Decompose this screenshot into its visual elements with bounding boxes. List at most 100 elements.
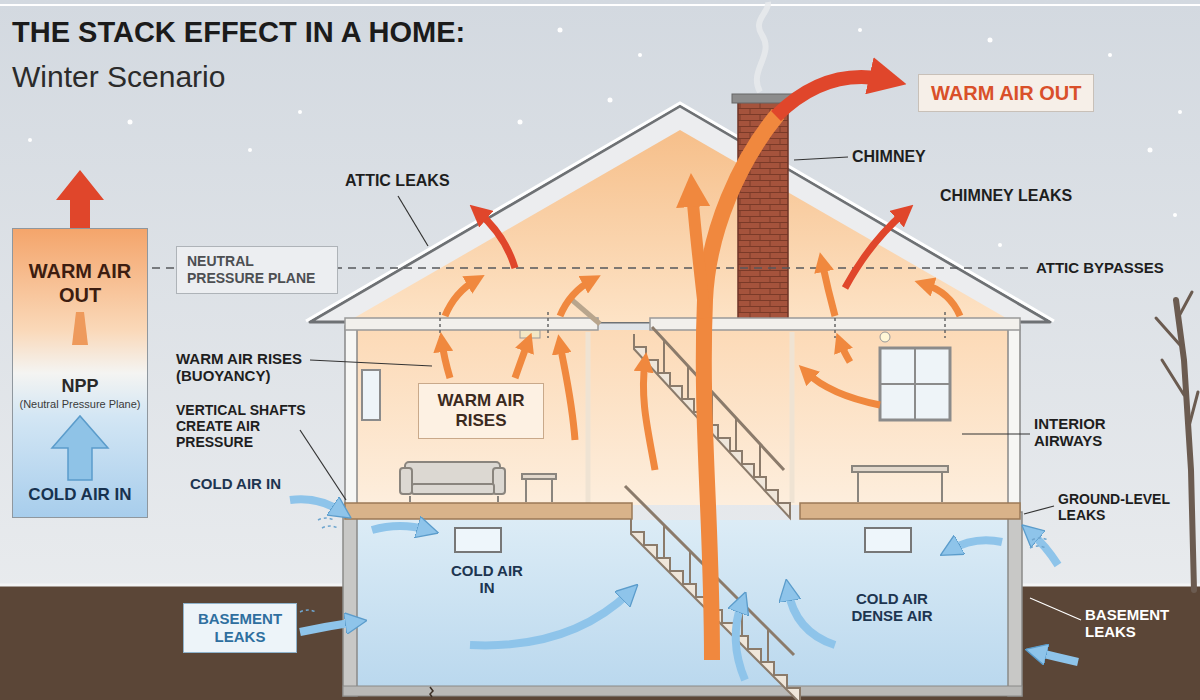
warm-air-arrow: [643, 362, 655, 470]
callout-label: CHIMNEY: [852, 148, 926, 166]
basement-window: [455, 528, 501, 552]
attic-floor: [345, 318, 1020, 330]
leader-line: [300, 157, 1054, 514]
side-table: [526, 479, 552, 502]
cold-air-arrow: [1036, 652, 1078, 662]
foundation-wall: [343, 512, 357, 696]
label-slot: COLD AIR DENSE AIR: [842, 590, 942, 625]
foundation-wall: [1008, 512, 1022, 696]
legend-warm-arrow: [56, 170, 104, 228]
legend-cold-arrow: [52, 416, 108, 480]
warm-air-arrow: [560, 344, 575, 440]
cold-air-arrow: [372, 526, 428, 530]
roof-snow: [306, 103, 1054, 321]
main-floor-space: [357, 330, 1008, 505]
cold-air-arrow: [736, 602, 745, 680]
leader-line: [1030, 598, 1081, 620]
callout-label: WARM AIR RISES (BUOYANCY): [176, 350, 326, 385]
snowflake: [638, 53, 642, 57]
bypass-gap: [440, 312, 945, 338]
warm-air-out-arrow: [776, 77, 888, 116]
callout-label: INTERIOR AIRWAYS: [1034, 415, 1174, 450]
snowflake: [558, 28, 563, 33]
sofa: [412, 484, 494, 494]
snowflake: [518, 120, 523, 125]
label-slot: ATTIC BYPASSES: [1036, 259, 1164, 276]
legend-band: WARM AIR OUTNPP(Neutral Pressure Plane)C…: [12, 228, 148, 518]
snowflake: [858, 28, 862, 32]
basement-slab: [343, 686, 1022, 696]
cold-air-arrow: [950, 540, 1002, 550]
table: [852, 466, 948, 502]
warm-air-arrow: [515, 342, 528, 378]
callout-label: BASEMENT LEAKS: [1085, 606, 1185, 641]
side-window: [362, 370, 380, 420]
warm-air-arrow: [840, 342, 850, 362]
callout-label: CHIMNEY LEAKS: [940, 187, 1072, 205]
snowflake: [1178, 110, 1182, 114]
attic-hatch: [572, 300, 600, 324]
foundation-crack: [430, 687, 433, 697]
leader-line: [300, 430, 346, 500]
label-slot: CHIMNEY: [852, 148, 926, 166]
snowflake: [1173, 213, 1177, 217]
box-text: WARM AIR OUT: [931, 81, 1081, 105]
callout-label: COLD AIR IN: [190, 475, 281, 492]
legend-abbreviation: NPP: [13, 375, 147, 397]
main-floor-deck: [345, 503, 1020, 519]
label-slot: INTERIOR AIRWAYS: [1034, 415, 1174, 450]
exterior-wall: [1008, 326, 1020, 512]
label-slot: CHIMNEY LEAKS: [940, 187, 1072, 205]
legend-heading: COLD AIR IN: [13, 485, 147, 505]
label-slot: COLD AIR IN: [190, 475, 281, 492]
label-slot: BASEMENT LEAKS: [1085, 606, 1185, 641]
snowflake: [988, 38, 993, 43]
leader-line: [1024, 506, 1054, 514]
title-slot: THE STACK EFFECT IN A HOME:: [12, 16, 465, 49]
legend-warm-wedge: [72, 312, 88, 345]
label-slot: VERTICAL SHAFTS CREATE AIR PRESSURE: [176, 402, 328, 450]
ceiling-fixture: [520, 330, 540, 338]
cold-air-arrow: [788, 590, 835, 645]
leader-line: [962, 433, 1030, 434]
warm-air-arrow: [704, 114, 778, 660]
snowflake: [28, 138, 32, 142]
plane-label-box: NEUTRAL PRESSURE PLANE: [176, 246, 338, 294]
cold-air-arrow: [290, 499, 1078, 680]
roof: [310, 106, 1050, 322]
legend-note: (Neutral Pressure Plane): [13, 398, 147, 411]
snowflake: [608, 98, 613, 103]
warm-air-out-arrow: [478, 77, 905, 288]
bare-tree: [1156, 292, 1198, 430]
callout-box: BASEMENT LEAKS: [183, 603, 297, 653]
snowflake: [1108, 53, 1112, 57]
table: [852, 466, 948, 472]
callout-box: WARM AIR RISES: [418, 383, 544, 439]
window: [880, 348, 950, 420]
side-table: [522, 474, 556, 479]
exterior-wall: [345, 326, 357, 512]
label-slot: COLD AIR IN: [445, 562, 529, 597]
warm-air-arrow: [442, 342, 450, 378]
snowflake: [998, 243, 1002, 247]
box-text: NEUTRAL PRESSURE PLANE: [187, 253, 327, 287]
warm-air-out-arrow: [845, 212, 905, 288]
callout-box: WARM AIR OUT: [918, 74, 1094, 112]
sofa: [400, 462, 505, 502]
box-text: WARM AIR RISES: [431, 391, 531, 431]
window: [880, 348, 950, 420]
table: [858, 472, 942, 502]
warm-air-arrow: [692, 190, 705, 318]
bare-tree: [1156, 292, 1198, 590]
label-slot: WARM AIR RISES (BUOYANCY): [176, 350, 326, 385]
snowflake: [1148, 148, 1153, 153]
cold-air-arrow: [290, 499, 342, 512]
basement-window: [865, 528, 911, 552]
snowflake: [248, 148, 252, 152]
side-table: [522, 474, 556, 502]
sofa: [400, 468, 412, 494]
top-rule: [0, 4, 1200, 6]
label-slot: GROUND-LEVEL LEAKS: [1058, 491, 1184, 523]
